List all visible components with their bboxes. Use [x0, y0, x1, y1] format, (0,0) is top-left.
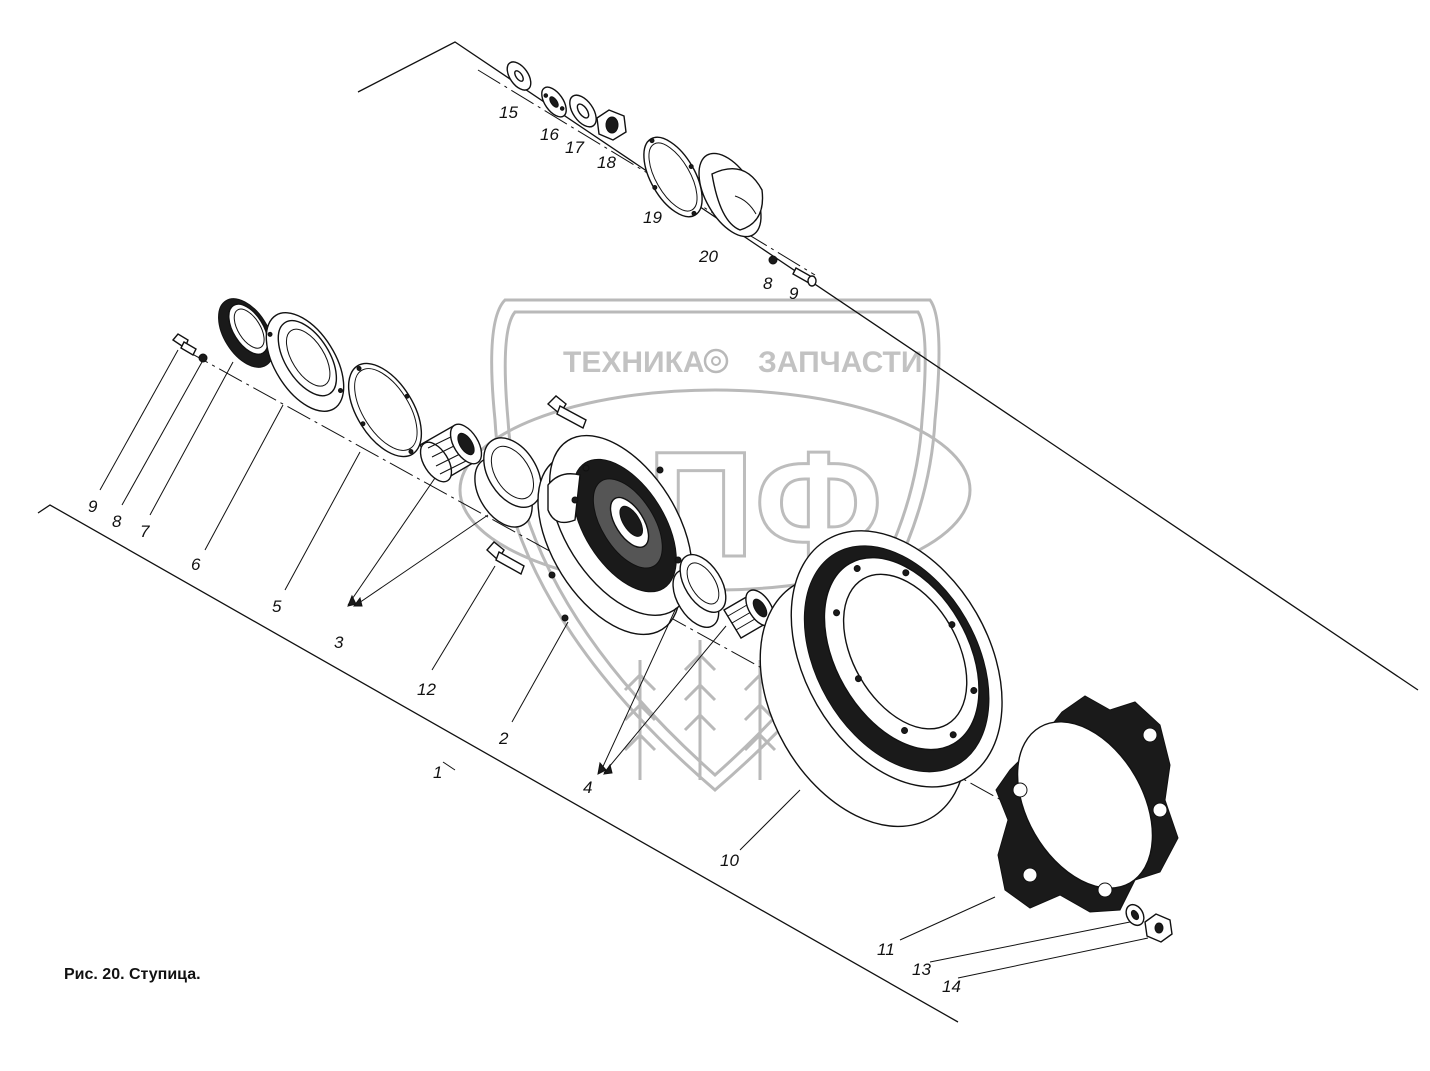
part-14-nut — [1144, 913, 1173, 943]
part-8-washer-upper — [768, 255, 778, 265]
watermark-shield-inner — [503, 310, 927, 778]
left-parts — [171, 298, 587, 576]
part-7-oil-seal — [218, 298, 274, 368]
watermark-text-left: ТЕХНИКА — [563, 346, 705, 379]
callout-13: 13 — [912, 960, 931, 979]
part-9-bolt-upper — [792, 267, 817, 287]
part-6-seal-cover — [265, 312, 345, 412]
callout-20: 20 — [698, 247, 718, 266]
watermark-gear-icon — [703, 348, 729, 374]
callout-12: 12 — [417, 680, 436, 699]
callout-16: 16 — [540, 125, 559, 144]
assembly-brackets — [37, 41, 1419, 1023]
leader-arrowheads — [347, 594, 613, 775]
part-15-washer — [506, 61, 532, 91]
part-12-wheel-bolt-top — [546, 395, 587, 429]
part-9-bolt — [171, 333, 197, 356]
leader-lines — [99, 349, 1149, 979]
callout-9-upper: 9 — [789, 284, 799, 303]
callout-10: 10 — [720, 851, 739, 870]
watermark-wheat-icon — [623, 640, 777, 780]
callout-2: 2 — [498, 729, 509, 748]
part-12-wheel-bolt — [486, 541, 525, 576]
part-13-washer — [1125, 903, 1145, 927]
upper-bracket-line — [357, 41, 1419, 691]
callout-4: 4 — [583, 778, 592, 797]
callout-8-upper: 8 — [763, 274, 773, 293]
callout-19: 19 — [643, 208, 662, 227]
watermark-shield — [490, 298, 941, 792]
callout-3: 3 — [334, 633, 344, 652]
callout-11: 11 — [877, 940, 895, 959]
part-16-lock-plate — [541, 86, 567, 118]
callout-9: 9 — [88, 497, 98, 516]
callout-18: 18 — [597, 153, 616, 172]
part-11-wheel-spider — [995, 695, 1179, 913]
callout-5: 5 — [272, 597, 282, 616]
part-10-brake-drum — [759, 530, 1003, 828]
part-18-nut — [596, 109, 627, 141]
part-8-washer — [198, 353, 208, 363]
lower-bracket-line — [37, 504, 959, 1023]
part-2-hub — [537, 434, 693, 636]
callout-15: 15 — [499, 103, 518, 122]
callout-17: 17 — [565, 138, 584, 157]
part-3-bearing-race — [474, 437, 542, 528]
figure-caption: Рис. 20. Ступица. — [64, 966, 201, 983]
callout-7: 7 — [140, 522, 150, 541]
part-4-bearing-race — [672, 553, 727, 628]
callout-1: 1 — [433, 763, 442, 782]
part-17-washer — [569, 94, 597, 128]
callout-14: 14 — [942, 977, 961, 996]
callout-8: 8 — [112, 512, 122, 531]
part-20-hub-cap — [698, 152, 764, 238]
callout-labels: 9 8 7 6 5 3 12 2 1 4 10 11 13 14 15 16 1… — [88, 103, 961, 996]
part-19-gasket — [643, 136, 703, 218]
part-3-bearing-cone — [418, 423, 483, 483]
upper-parts — [506, 61, 817, 287]
part-5-gasket — [347, 362, 423, 458]
watermark-text-right: ЗАПЧАСТИ — [758, 346, 922, 379]
callout-6: 6 — [191, 555, 201, 574]
